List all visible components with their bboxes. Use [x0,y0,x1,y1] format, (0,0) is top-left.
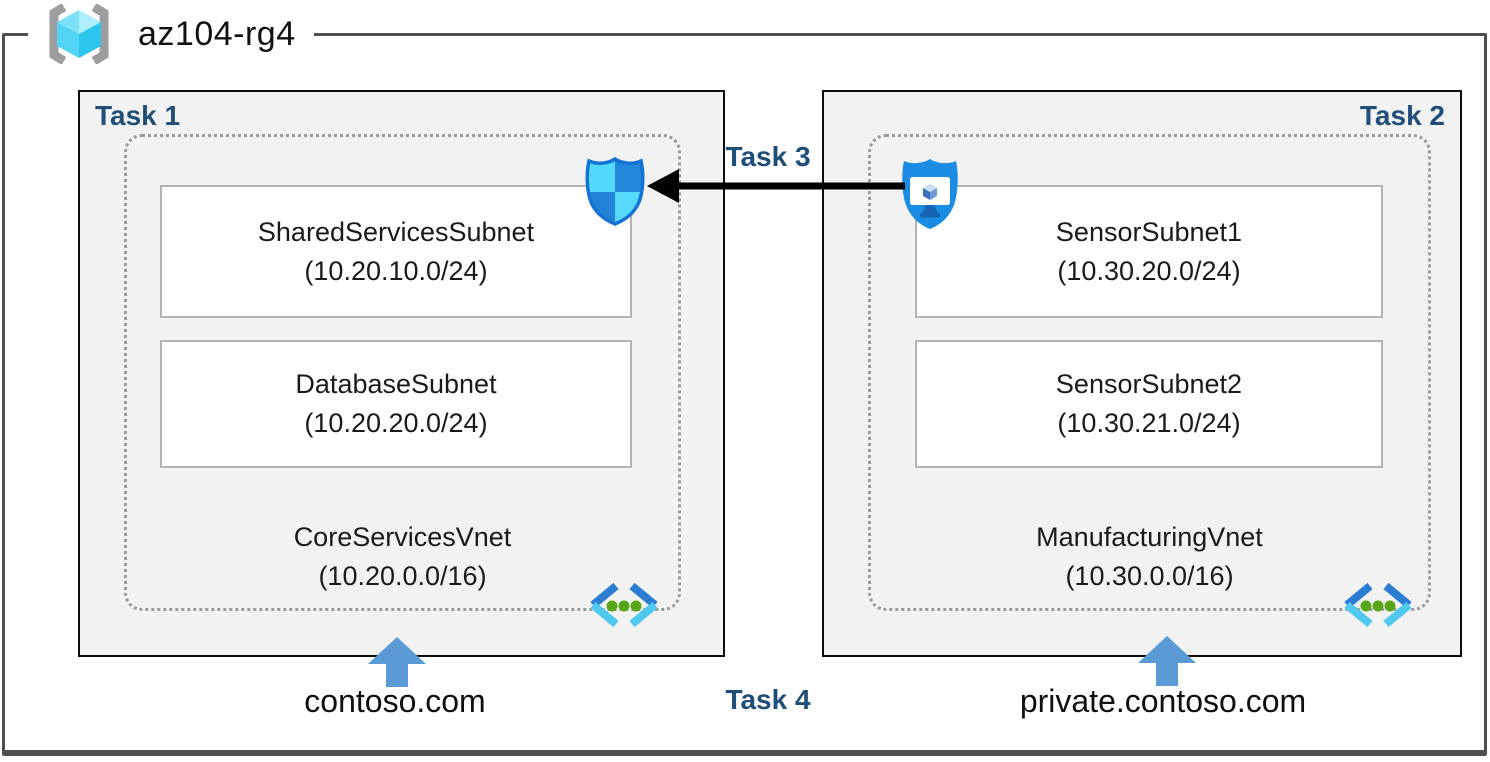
up-arrow-contoso-icon [368,637,426,687]
up-arrow-private-contoso-icon [1138,636,1196,686]
subnet-name: SensorSubnet1 [1055,216,1243,247]
domain-label-private-contoso: private.contoso.com [1019,683,1307,719]
resource-group-icon [40,3,118,65]
virtual-network-icon [588,582,660,628]
subnet-card-sensor1: SensorSubnet1 (10.30.20.0/24) [915,185,1383,318]
virtual-network-icon [1342,582,1414,628]
subnet-cidr: (10.30.20.0/24) [1057,255,1241,286]
subnet-card-shared-services: SharedServicesSubnet (10.20.10.0/24) [160,185,632,318]
subnet-cidr: (10.20.10.0/24) [304,255,488,286]
task4-label: Task 4 [725,684,811,715]
task3-arrow-icon [645,163,907,209]
task1-label: Task 1 [95,100,181,131]
subnet-cidr: (10.30.21.0/24) [1057,408,1241,438]
resource-group-frame [2,33,1487,756]
manufacturing-vnet-label: ManufacturingVnet (10.30.0.0/16) [868,518,1431,596]
domain-label-contoso: contoso.com [304,683,486,719]
bastion-icon [897,156,963,232]
vnet-cidr: (10.30.0.0/16) [1065,561,1234,591]
task2-label: Task 2 [1359,100,1445,131]
vnet-name: CoreServicesVnet [293,522,512,552]
subnet-name: DatabaseSubnet [295,369,497,399]
manufacturing-vnet-boundary [868,134,1431,611]
task3-label: Task 3 [725,141,811,172]
vnet-name: ManufacturingVnet [1036,522,1263,552]
subnet-card-database: DatabaseSubnet (10.20.20.0/24) [160,340,632,468]
resource-group-legend: az104-rg4 [28,0,314,68]
core-services-vnet-label: CoreServicesVnet (10.20.0.0/16) [124,518,681,596]
network-security-group-icon [583,156,647,226]
subnet-cidr: (10.20.20.0/24) [304,408,488,438]
vnet-cidr: (10.20.0.0/16) [318,561,487,591]
resource-group-name: az104-rg4 [138,14,296,53]
core-services-vnet-boundary [124,134,681,611]
subnet-card-sensor2: SensorSubnet2 (10.30.21.0/24) [915,340,1383,468]
subnet-name: SensorSubnet2 [1055,369,1243,399]
subnet-name: SharedServicesSubnet [257,216,535,247]
